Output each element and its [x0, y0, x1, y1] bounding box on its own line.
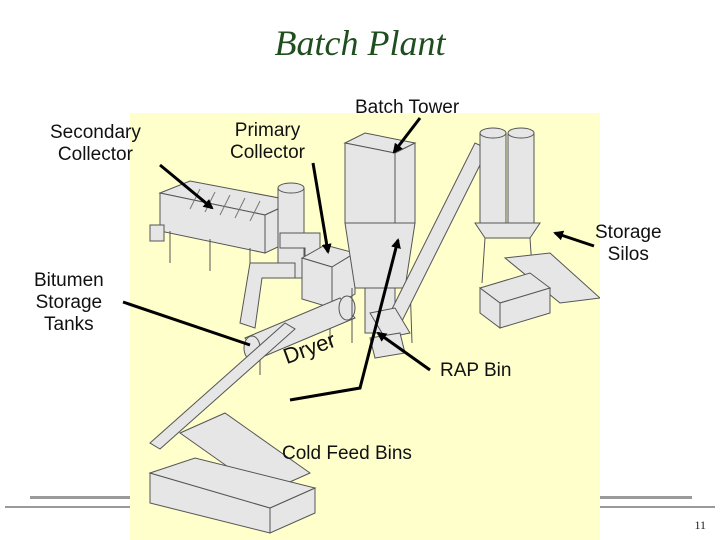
bitumen-storage-tanks-label: Bitumen Storage Tanks	[34, 270, 104, 335]
footer-rule-lower-left	[5, 506, 130, 508]
footer-rule-right	[600, 496, 692, 499]
batch-tower-label: Batch Tower	[355, 97, 460, 118]
slide-title: Batch Plant	[274, 23, 446, 63]
cold-feed-bins-drawing	[148, 412, 317, 534]
batch-tower-arrow	[392, 117, 422, 154]
footer-rule-lower-right	[600, 506, 715, 508]
secondary-collector-label: Secondary Collector	[50, 122, 141, 165]
secondary-collector-arrow	[159, 163, 214, 210]
primary-collector-arrow	[311, 162, 332, 254]
slide-number: 11	[694, 518, 706, 532]
storage-silos-arrow	[553, 230, 595, 248]
rap-bin-label: RAP Bin	[440, 360, 512, 381]
rap-bin-arrow	[376, 331, 431, 372]
cold-feed-conveyor-drawing	[149, 322, 296, 450]
hopper-drawing	[478, 272, 552, 329]
cold-feed-bins-label: Cold Feed Bins	[282, 443, 412, 464]
storage-silos-label: Storage Silos	[595, 222, 662, 265]
dryer-arrow	[289, 238, 401, 402]
bitumen-tanks-arrow	[122, 300, 251, 347]
primary-collector-label: Primary Collector	[230, 120, 305, 163]
storage-silos-drawing	[474, 127, 600, 304]
footer-rule-left	[30, 496, 130, 499]
